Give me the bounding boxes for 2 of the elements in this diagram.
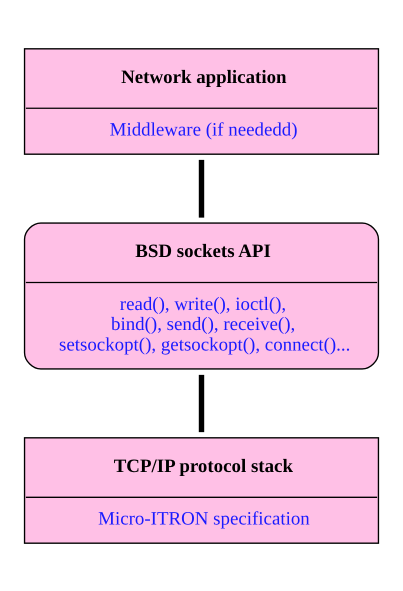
connector [198,374,204,432]
connector [198,159,204,218]
